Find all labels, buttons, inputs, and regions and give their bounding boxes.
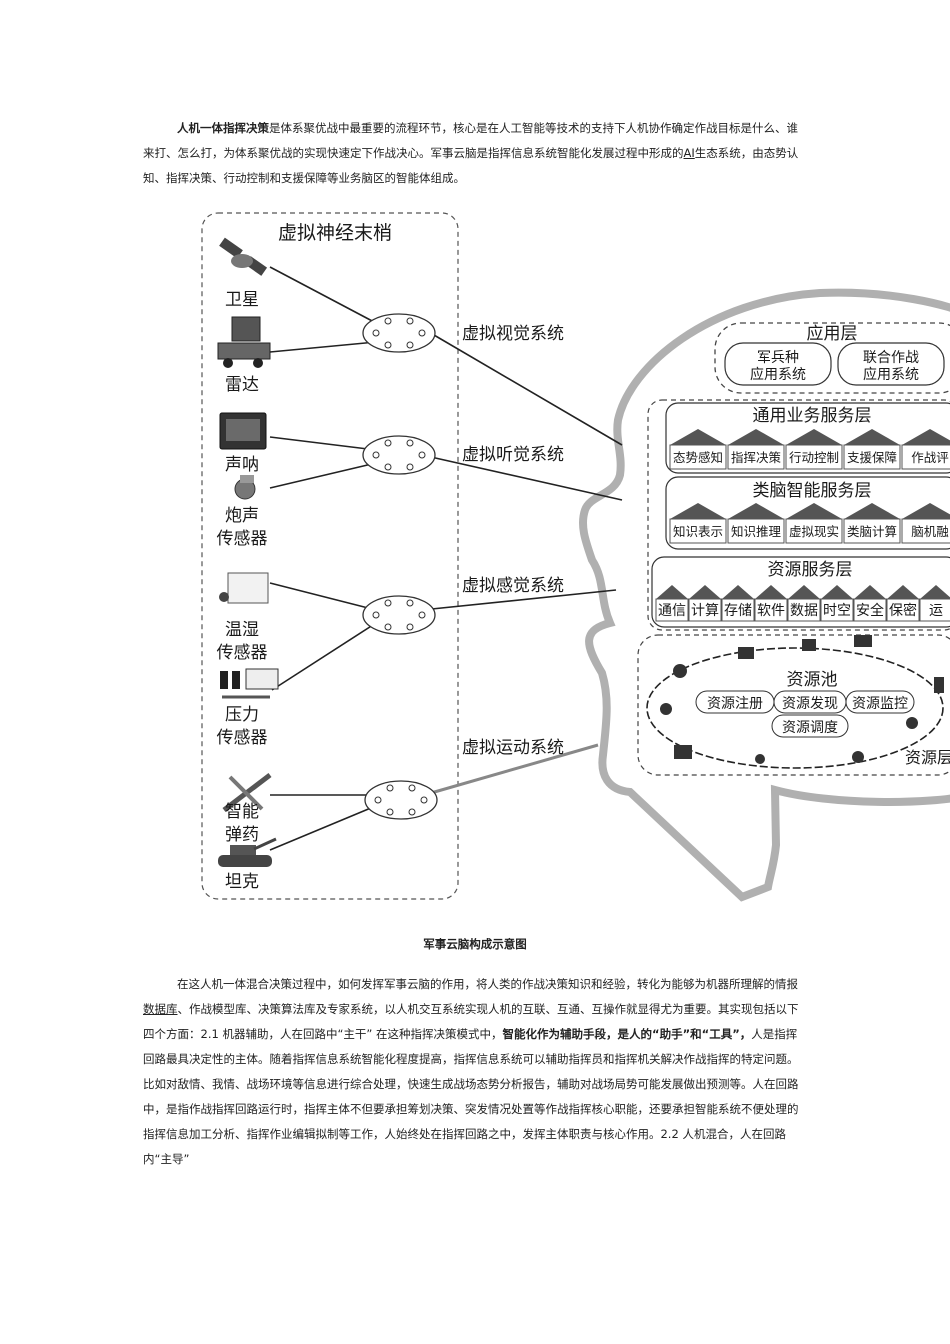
sonar-icon <box>219 412 267 450</box>
hub-auditory <box>362 435 436 475</box>
resource-item-3: 存储 <box>724 603 752 619</box>
brain-item-5: 脑机融 <box>911 524 949 539</box>
resource-item-2: 计算 <box>691 603 719 619</box>
munition-label-2: 弹药 <box>225 825 259 845</box>
hub-sensory <box>362 595 436 635</box>
pool-register: 资源注册 <box>707 696 763 712</box>
temp-humidity-sensor-icon <box>219 572 269 604</box>
brain-item-1: 知识表示 <box>673 524 723 539</box>
general-item-3: 行动控制 <box>789 450 839 465</box>
tank-label: 坦克 <box>225 872 259 892</box>
resource-layer-label: 资源层 <box>905 748 950 767</box>
sensory-system-label: 虚拟感觉系统 <box>462 576 564 596</box>
resource-item-4: 软件 <box>757 603 785 619</box>
general-layer-title: 通用业务服务层 <box>753 406 872 426</box>
resource-item-8: 保密 <box>889 602 917 619</box>
terminal-title: 虚拟神经末梢 <box>278 222 392 244</box>
auditory-system-label: 虚拟听觉系统 <box>462 445 564 465</box>
munition-label-1: 智能 <box>225 802 259 822</box>
connection-lines <box>269 266 623 851</box>
resource-item-7: 安全 <box>856 602 884 619</box>
gun-sound-label-1: 炮声 <box>225 506 259 526</box>
hub-visual <box>362 313 436 353</box>
body-paragraph: 在这人机一体混合决策过程中，如何发挥军事云脑的作用，将人类的作战决策知识和经验，… <box>143 977 799 1166</box>
sonar-label: 声呐 <box>225 455 259 475</box>
temp-label-2: 传感器 <box>217 643 268 663</box>
brain-item-4: 类脑计算 <box>847 524 897 539</box>
general-item-2: 指挥决策 <box>731 450 782 465</box>
gun-sound-label-2: 传感器 <box>217 529 268 549</box>
database-link[interactable]: 数据库 <box>143 1002 178 1016</box>
resource-item-6: 时空 <box>823 603 851 619</box>
terminal-panel <box>201 212 459 900</box>
general-item-5: 作战评 <box>911 450 949 465</box>
app-box1-line2: 应用系统 <box>750 366 806 383</box>
app-box2-line1: 联合作战 <box>863 350 919 366</box>
body-bold-phrase: 智能化作为辅助手段，是人的“助手”和“工具”， <box>502 1027 752 1041</box>
temp-label-1: 温湿 <box>225 620 259 640</box>
general-item-4: 支援保障 <box>847 450 897 465</box>
intro-bold-term: 人机一体指挥决策 <box>177 121 269 135</box>
resource-item-1: 通信 <box>658 603 686 619</box>
visual-system-label: 虚拟视觉系统 <box>462 324 564 344</box>
app-layer-title: 应用层 <box>807 324 858 344</box>
pressure-label-2: 传感器 <box>217 728 268 748</box>
app-box1-line1: 军兵种 <box>757 350 799 366</box>
pool-schedule: 资源调度 <box>782 720 838 736</box>
radar-label: 雷达 <box>225 375 259 395</box>
ai-link[interactable]: AI <box>683 146 695 160</box>
cloud-brain-figure: 虚拟神经末梢 虚拟视觉系统 虚拟听觉系统 虚拟感觉系统 虚拟运动系统 <box>201 212 950 902</box>
resource-item-9: 运 <box>929 603 943 619</box>
pressure-sensor-icon <box>220 668 279 699</box>
pressure-label-1: 压力 <box>225 705 259 725</box>
motor-link <box>423 743 599 797</box>
figure-caption: 军事云脑构成示意图 <box>423 937 527 951</box>
gun-sound-sensor-icon <box>234 475 256 500</box>
intro-paragraph: 人机一体指挥决策是体系聚优战中最重要的流程环节，核心是在人工智能等技术的支持下人… <box>143 121 799 185</box>
resource-item-5: 数据 <box>790 603 818 619</box>
satellite-label: 卫星 <box>225 290 259 310</box>
brain-item-2: 知识推理 <box>731 524 782 539</box>
brain-item-3: 虚拟现实 <box>789 524 839 539</box>
pool-discover: 资源发现 <box>782 696 838 712</box>
tank-icon <box>218 837 277 867</box>
hub-motor <box>364 780 438 820</box>
general-item-1: 态势感知 <box>673 450 723 465</box>
pool-monitor: 资源监控 <box>852 696 908 712</box>
smart-munition-icon <box>222 773 272 812</box>
pool-title: 资源池 <box>787 670 838 690</box>
brain-layer-title: 类脑智能服务层 <box>753 481 872 501</box>
satellite-icon <box>219 237 268 276</box>
resource-ring <box>646 647 944 769</box>
resource-layer-title: 资源服务层 <box>768 560 853 580</box>
motor-system-label: 虚拟运动系统 <box>462 738 564 758</box>
app-box2-line2: 应用系统 <box>863 366 919 383</box>
radar-icon <box>217 316 271 368</box>
pool-device-icons <box>660 635 944 764</box>
head-outline <box>579 288 950 902</box>
